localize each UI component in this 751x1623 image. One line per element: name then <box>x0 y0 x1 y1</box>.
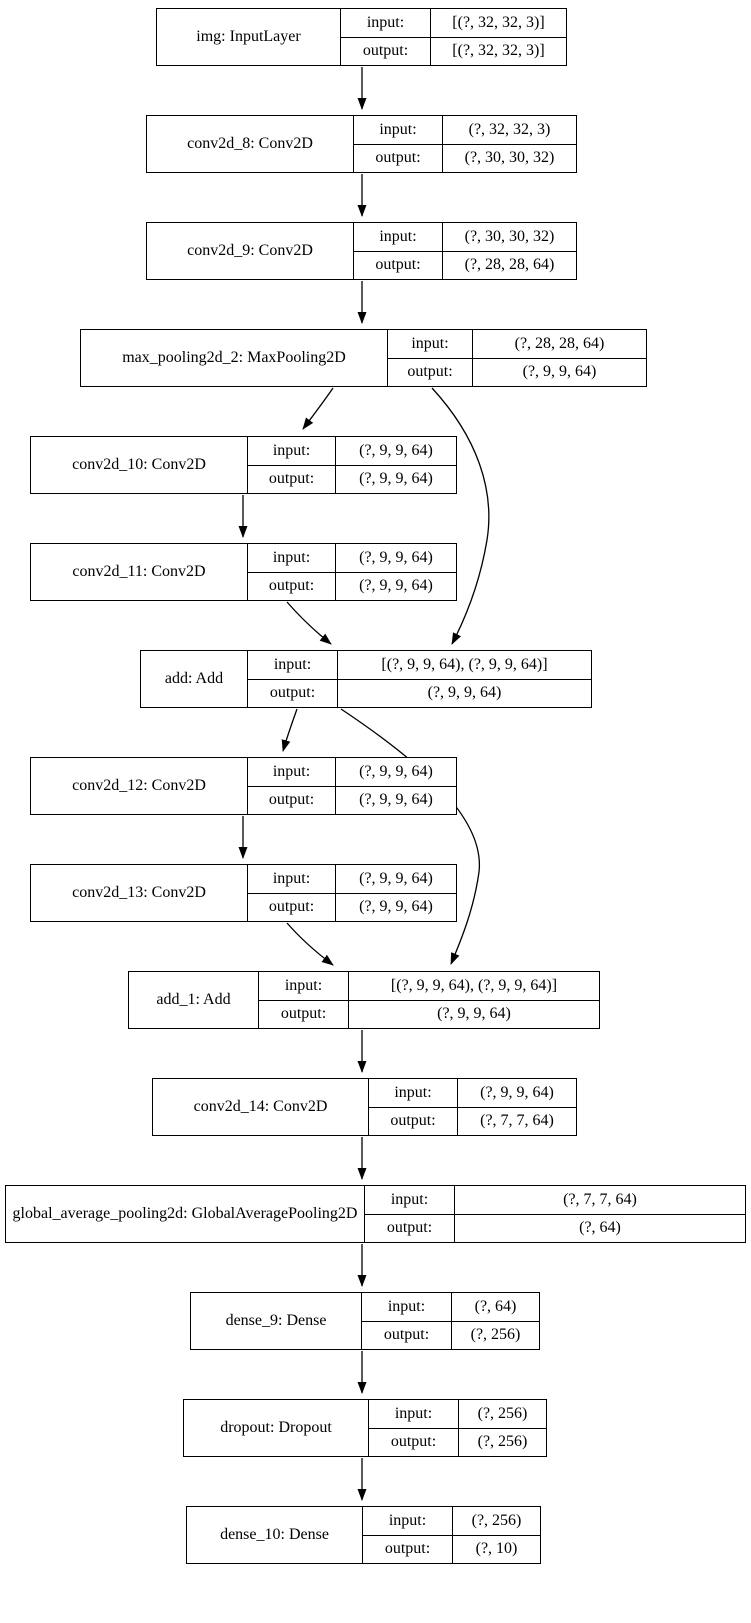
layer-node-conv2d_10: conv2d_10: Conv2D input: (?, 9, 9, 64) o… <box>30 436 457 494</box>
input-label: input: <box>248 544 336 572</box>
layer-title: global_average_pooling2d: GlobalAverageP… <box>6 1186 365 1242</box>
output-label: output: <box>363 1535 453 1563</box>
layer-title: max_pooling2d_2: MaxPooling2D <box>81 330 388 386</box>
layer-node-conv2d_11: conv2d_11: Conv2D input: (?, 9, 9, 64) o… <box>30 543 457 601</box>
layer-node-dropout: dropout: Dropout input: (?, 256) output:… <box>183 1399 547 1457</box>
output-label: output: <box>259 1000 349 1028</box>
input-shape: (?, 9, 9, 64) <box>359 441 433 459</box>
output-shape: (?, 9, 9, 64) <box>359 791 433 809</box>
output-shape: [(?, 32, 32, 3)] <box>452 42 545 60</box>
layer-title: dense_9: Dense <box>191 1293 362 1349</box>
input-label: input: <box>341 9 431 37</box>
input-label: input: <box>362 1293 452 1321</box>
input-shape: [(?, 32, 32, 3)] <box>452 13 545 31</box>
input-label: input: <box>354 223 443 251</box>
input-label: input: <box>388 330 473 358</box>
layer-node-add: add: Add input: [(?, 9, 9, 64), (?, 9, 9… <box>140 650 592 708</box>
input-label: input: <box>369 1079 458 1107</box>
input-shape: (?, 256) <box>477 1404 528 1422</box>
output-label: output: <box>248 572 336 600</box>
output-label: output: <box>248 786 336 814</box>
layer-title: conv2d_10: Conv2D <box>31 437 248 493</box>
output-shape: (?, 64) <box>579 1219 621 1237</box>
input-shape: (?, 30, 30, 32) <box>464 227 555 245</box>
layer-title: add: Add <box>141 651 248 707</box>
output-label: output: <box>248 893 336 921</box>
input-label: input: <box>248 758 336 786</box>
output-label: output: <box>354 251 443 279</box>
output-shape: (?, 9, 9, 64) <box>359 470 433 488</box>
input-label: input: <box>354 116 443 144</box>
input-shape: (?, 9, 9, 64) <box>480 1083 554 1101</box>
output-shape: (?, 9, 9, 64) <box>359 577 433 595</box>
input-shape: [(?, 9, 9, 64), (?, 9, 9, 64)] <box>381 655 548 673</box>
output-shape: (?, 9, 9, 64) <box>359 898 433 916</box>
output-label: output: <box>362 1321 452 1349</box>
layer-title: conv2d_12: Conv2D <box>31 758 248 814</box>
output-shape: (?, 9, 9, 64) <box>427 684 502 702</box>
edge-conv2d_13-to-add_1 <box>286 922 334 966</box>
output-shape: (?, 256) <box>477 1433 528 1451</box>
output-shape: (?, 28, 28, 64) <box>464 256 555 274</box>
output-shape: (?, 7, 7, 64) <box>480 1112 554 1130</box>
input-label: input: <box>363 1507 453 1535</box>
layer-node-conv2d_8: conv2d_8: Conv2D input: (?, 32, 32, 3) o… <box>146 115 577 173</box>
output-shape: (?, 10) <box>475 1540 518 1558</box>
layer-node-dense_10: dense_10: Dense input: (?, 256) output: … <box>186 1506 541 1564</box>
input-shape: (?, 28, 28, 64) <box>514 334 605 352</box>
input-label: input: <box>248 651 338 679</box>
layer-node-conv2d_12: conv2d_12: Conv2D input: (?, 9, 9, 64) o… <box>30 757 457 815</box>
layer-node-conv2d_14: conv2d_14: Conv2D input: (?, 9, 9, 64) o… <box>152 1078 577 1136</box>
edge-conv2d_11-to-add <box>286 601 332 645</box>
layer-node-add_1: add_1: Add input: [(?, 9, 9, 64), (?, 9,… <box>128 971 600 1029</box>
layer-node-img: img: InputLayer input: [(?, 32, 32, 3)] … <box>156 8 567 66</box>
layer-title: conv2d_11: Conv2D <box>31 544 248 600</box>
layer-node-global_average_pooling2d: global_average_pooling2d: GlobalAverageP… <box>5 1185 746 1243</box>
input-label: input: <box>259 972 349 1000</box>
layer-title: conv2d_8: Conv2D <box>147 116 354 172</box>
layer-node-conv2d_13: conv2d_13: Conv2D input: (?, 9, 9, 64) o… <box>30 864 457 922</box>
input-shape: (?, 9, 9, 64) <box>359 869 433 887</box>
input-shape: (?, 64) <box>474 1297 517 1315</box>
input-label: input: <box>248 437 336 465</box>
layer-node-max_pooling2d_2: max_pooling2d_2: MaxPooling2D input: (?,… <box>80 329 647 387</box>
output-label: output: <box>369 1107 458 1135</box>
input-label: input: <box>369 1400 459 1428</box>
layer-title: dropout: Dropout <box>184 1400 369 1456</box>
edge-add-to-conv2d_12 <box>281 708 298 752</box>
output-shape: (?, 30, 30, 32) <box>464 149 555 167</box>
input-shape: (?, 9, 9, 64) <box>359 762 433 780</box>
output-label: output: <box>369 1428 459 1456</box>
layer-title: dense_10: Dense <box>187 1507 363 1563</box>
edge-max_pooling2d_2-to-add <box>431 387 490 645</box>
input-shape: (?, 256) <box>471 1511 522 1529</box>
output-label: output: <box>341 37 431 65</box>
edge-max_pooling2d_2-to-conv2d_10 <box>302 387 334 430</box>
output-shape: (?, 9, 9, 64) <box>437 1005 511 1023</box>
input-shape: [(?, 9, 9, 64), (?, 9, 9, 64)] <box>390 976 558 994</box>
layer-title: add_1: Add <box>129 972 259 1028</box>
layer-title: conv2d_9: Conv2D <box>147 223 354 279</box>
layer-node-conv2d_9: conv2d_9: Conv2D input: (?, 30, 30, 32) … <box>146 222 577 280</box>
output-label: output: <box>365 1214 455 1242</box>
layer-title: conv2d_13: Conv2D <box>31 865 248 921</box>
input-shape: (?, 9, 9, 64) <box>359 548 433 566</box>
output-label: output: <box>248 679 338 707</box>
layer-title: conv2d_14: Conv2D <box>153 1079 369 1135</box>
layer-node-dense_9: dense_9: Dense input: (?, 64) output: (?… <box>190 1292 540 1350</box>
input-shape: (?, 32, 32, 3) <box>468 120 551 138</box>
input-label: input: <box>365 1186 455 1214</box>
layer-title: img: InputLayer <box>157 9 341 65</box>
edge-add-to-add_1 <box>340 708 481 965</box>
output-label: output: <box>354 144 443 172</box>
input-label: input: <box>248 865 336 893</box>
output-label: output: <box>248 465 336 493</box>
output-shape: (?, 9, 9, 64) <box>522 363 597 381</box>
input-shape: (?, 7, 7, 64) <box>563 1190 637 1208</box>
output-shape: (?, 256) <box>470 1326 521 1344</box>
output-label: output: <box>388 358 473 386</box>
